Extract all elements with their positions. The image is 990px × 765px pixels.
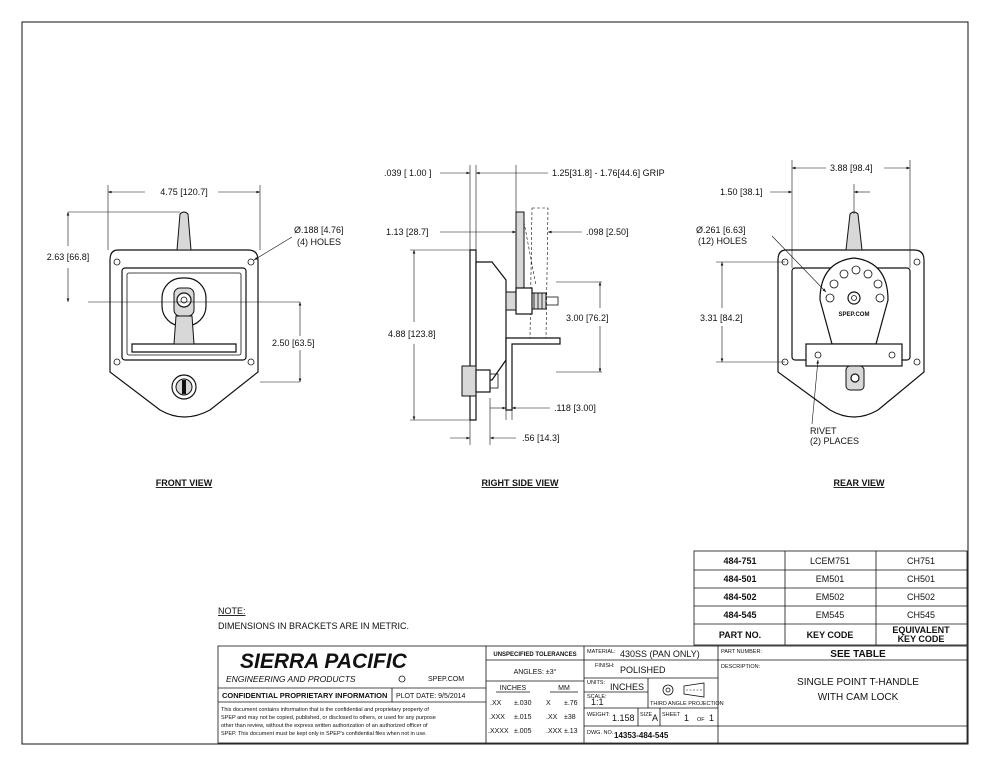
- front-dim-height: 2.63 [66.8]: [47, 252, 90, 262]
- rear-rivet: RIVET: [810, 426, 837, 436]
- plot-date: PLOT DATE: 9/5/2014: [396, 693, 465, 700]
- material-value: 430SS (PAN ONLY): [620, 649, 700, 659]
- projection-label: THIRD ANGLE PROJECTION: [650, 701, 724, 707]
- parts-row-0-part: 484-751: [723, 556, 756, 566]
- note-heading: NOTE:: [218, 606, 246, 616]
- right-dim-118: .118 [3.00]: [554, 403, 596, 413]
- tol-title: UNSPECIFIED TOLERANCES: [493, 652, 576, 658]
- tol-r1-c: .XX: [546, 714, 558, 721]
- parts-header-equiv: EQUIVALENT: [892, 625, 950, 635]
- confidential-line-2: SPEP and may not be copied, published, o…: [221, 715, 436, 721]
- company-website: SPEP.COM: [428, 676, 464, 683]
- tol-angles: ANGLES: ±3°: [514, 668, 557, 676]
- parts-header-key: KEY CODE: [807, 630, 854, 640]
- description-label: DESCRIPTION:: [721, 664, 761, 670]
- rear-rivet-count: (2) PLACES: [810, 436, 859, 446]
- right-dim-098: .098 [2.50]: [586, 227, 629, 237]
- finish-value: POLISHED: [620, 665, 666, 675]
- right-dim-039: .039 [ 1.00 ]: [384, 168, 432, 178]
- rear-hole-dia: Ø.261 [6.63]: [696, 225, 746, 235]
- tol-r0-c: X: [546, 700, 551, 707]
- company-name: SIERRA PACIFIC: [240, 650, 408, 673]
- parts-table: [693, 550, 968, 646]
- tol-r1-d: ±38: [564, 714, 576, 721]
- tol-inches-hdr: INCHES: [500, 685, 527, 692]
- sheet-value: 1: [684, 713, 689, 723]
- sheet-border: [21, 21, 969, 745]
- sheet-total: 1: [709, 713, 714, 723]
- tol-mm-hdr: MM: [558, 685, 570, 692]
- parts-row-1-key: EM501: [816, 574, 845, 584]
- units-value: INCHES: [610, 682, 644, 692]
- right-dim-488: 4.88 [123.8]: [388, 329, 436, 339]
- parts-header-part: PART NO.: [719, 630, 761, 640]
- right-side-view: [410, 165, 602, 445]
- right-dim-grip: 1.25[31.8] - 1.76[44.6] GRIP: [552, 168, 665, 178]
- right-dim-113: 1.13 [28.7]: [386, 227, 429, 237]
- units-label: UNITS:: [587, 680, 606, 686]
- tol-r2-a: .XXXX: [488, 728, 509, 735]
- company-subtitle: ENGINEERING AND PRODUCTS: [226, 674, 356, 684]
- rear-view: [716, 160, 925, 425]
- part-number-value: SEE TABLE: [830, 649, 886, 660]
- tol-r2-b: ±.005: [514, 728, 532, 735]
- right-view-title: RIGHT SIDE VIEW: [481, 478, 559, 488]
- tol-r2-c: .XXX: [546, 728, 562, 735]
- parts-row-3-key: EM545: [816, 610, 845, 620]
- right-dim-56: .56 [14.3]: [522, 433, 560, 443]
- rear-dim-388: 3.88 [98.4]: [830, 163, 873, 173]
- parts-row-0-key: LCEM751: [810, 556, 850, 566]
- rear-hole-count: (12) HOLES: [698, 236, 747, 246]
- tol-r1-a: .XXX: [489, 714, 505, 721]
- front-view-title: FRONT VIEW: [156, 478, 213, 488]
- front-dim-width: 4.75 [120.7]: [160, 187, 208, 197]
- description-line-1: SINGLE POINT T-HANDLE: [797, 677, 919, 688]
- confidential-line-1: This document contains information that …: [221, 707, 429, 713]
- finish-label: FINISH:: [595, 663, 615, 669]
- material-label: MATERIAL:: [587, 649, 616, 655]
- confidential-label: CONFIDENTIAL PROPRIETARY INFORMATION: [222, 691, 387, 700]
- rear-stamp: SPEP.COM: [839, 312, 870, 318]
- rear-dim-331: 3.31 [84.2]: [700, 313, 743, 323]
- front-view: [66, 185, 302, 418]
- parts-row-3-part: 484-545: [723, 610, 756, 620]
- sheet-of-label: OF: [697, 717, 705, 723]
- tol-r2-d: ±.13: [564, 728, 578, 735]
- parts-row-2-part: 484-502: [723, 592, 756, 602]
- dwg-label: DWG. NO.: [587, 730, 614, 736]
- title-block: [217, 645, 968, 744]
- weight-label: WEIGHT:: [587, 712, 610, 718]
- parts-row-1-part: 484-501: [723, 574, 756, 584]
- tol-r0-d: ±.76: [564, 700, 578, 707]
- parts-row-1-equiv: CH501: [907, 574, 935, 584]
- front-hole-dia: Ø.188 [4.76]: [294, 225, 344, 235]
- right-dim-300: 3.00 [76.2]: [566, 313, 609, 323]
- part-number-label: PART NUMBER:: [721, 649, 762, 655]
- rear-dim-150: 1.50 [38.1]: [720, 187, 763, 197]
- note-text: DIMENSIONS IN BRACKETS ARE IN METRIC.: [218, 621, 409, 631]
- scale-value: 1:1: [591, 697, 604, 707]
- tol-r0-a: .XX: [490, 700, 502, 707]
- front-hole-count: (4) HOLES: [297, 237, 341, 247]
- parts-row-2-equiv: CH502: [907, 592, 935, 602]
- description-line-2: WITH CAM LOCK: [818, 692, 899, 703]
- size-value: A: [652, 713, 658, 723]
- parts-header-equiv-2: KEY CODE: [898, 634, 945, 644]
- parts-row-3-equiv: CH545: [907, 610, 935, 620]
- sheet-label: SHEET: [662, 712, 681, 718]
- size-label: SIZE: [640, 712, 653, 718]
- front-dim-lower: 2.50 [63.5]: [272, 338, 315, 348]
- tol-r0-b: ±.030: [514, 700, 532, 707]
- tol-r1-b: ±.015: [514, 714, 532, 721]
- confidential-line-3: other than review, without the express w…: [221, 723, 428, 729]
- parts-row-2-key: EM502: [816, 592, 845, 602]
- scale-label: SCALE:: [587, 694, 607, 700]
- dwg-value: 14353-484-545: [614, 731, 669, 740]
- rear-view-title: REAR VIEW: [833, 478, 885, 488]
- weight-value: 1.158: [612, 713, 635, 723]
- parts-row-0-equiv: CH751: [907, 556, 935, 566]
- confidential-line-4: SPEP. This document must be kept only in…: [221, 731, 427, 737]
